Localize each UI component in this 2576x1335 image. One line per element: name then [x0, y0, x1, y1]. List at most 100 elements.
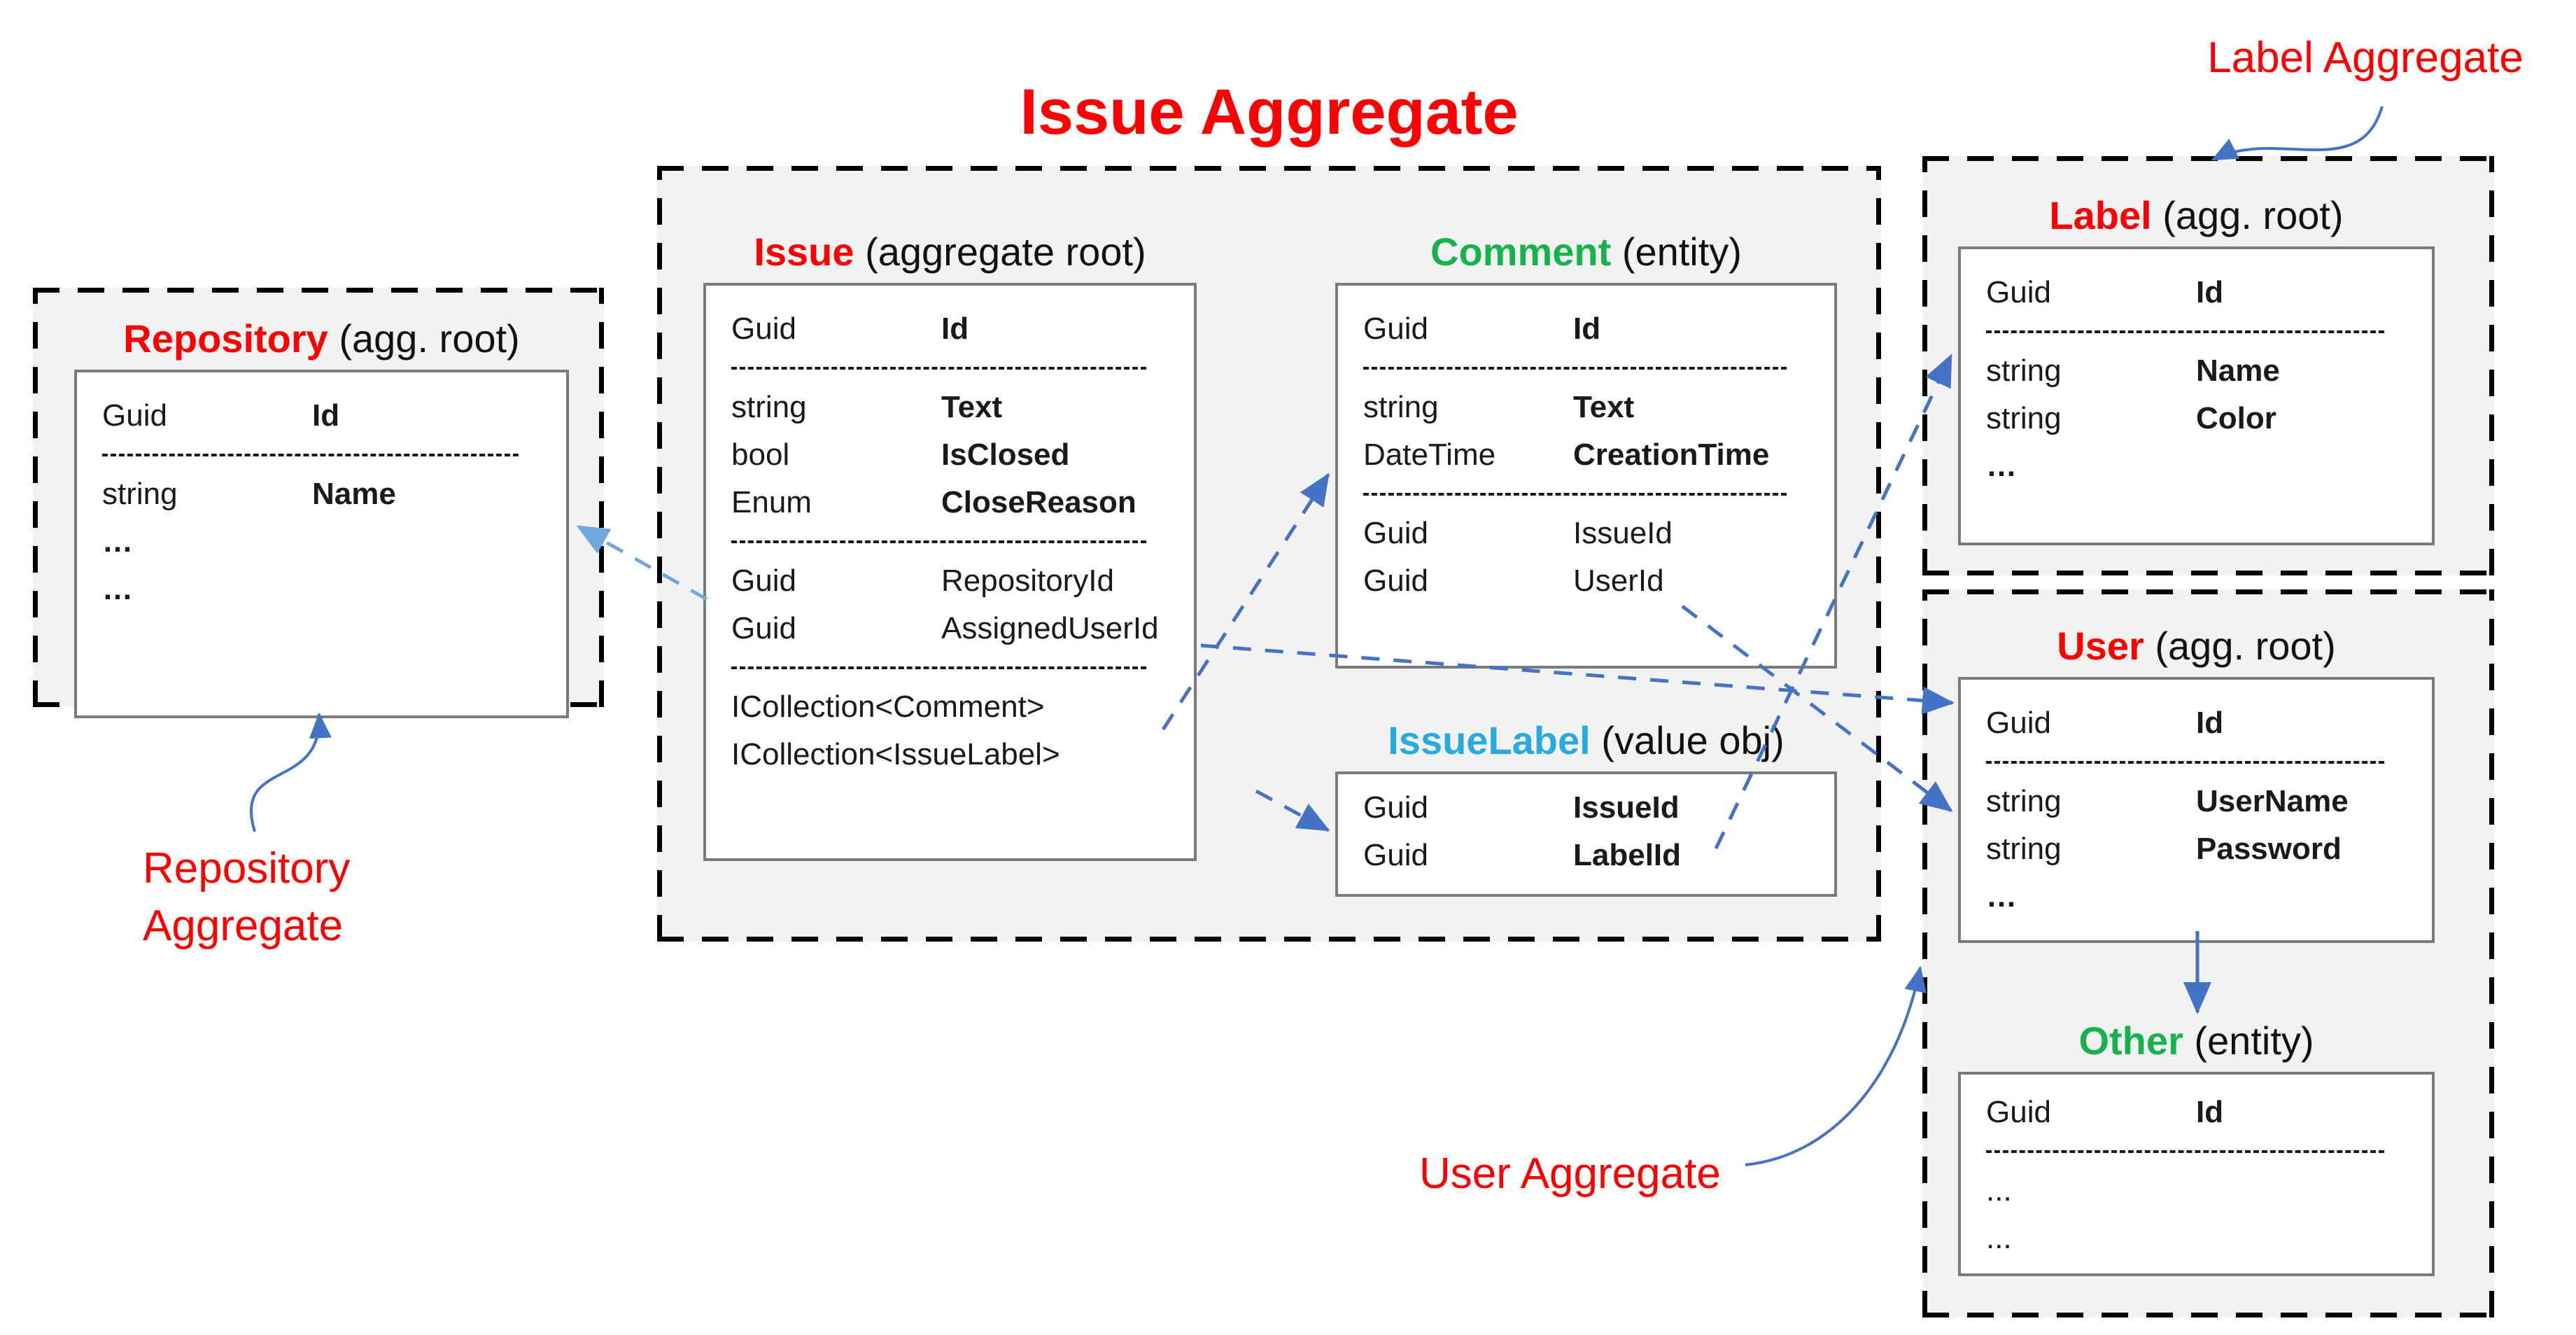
field-name: Id — [312, 398, 340, 433]
repository-annotation-line1: Repository — [143, 844, 351, 893]
field-name: Id — [2196, 275, 2224, 309]
field-separator — [731, 666, 1146, 669]
field-name: AssignedUserId — [941, 611, 1159, 645]
field-name: UserName — [2196, 784, 2349, 818]
diagram-title: Issue Aggregate — [1020, 76, 1519, 148]
user-entity-kind: (agg. root) — [2155, 624, 2336, 668]
field-row: Guid Id — [1986, 1089, 2421, 1136]
field-name: IssueId — [1573, 516, 1673, 550]
field-type: string — [731, 390, 807, 424]
field-row: … — [1986, 442, 2421, 490]
field-separator — [1986, 330, 2384, 333]
field-separator — [731, 540, 1146, 543]
field-separator — [102, 454, 519, 456]
field-row: Guid Id — [1986, 699, 2421, 747]
pointer-label-aggregate — [2211, 106, 2384, 161]
field-row: string Text — [1363, 384, 1823, 431]
field-row: Guid IssueId — [1363, 510, 1823, 557]
field-type: Guid — [1363, 564, 1428, 598]
field-name: LabelId — [1573, 838, 1682, 872]
repository-annotation-line2: Aggregate — [143, 902, 344, 950]
ellipsis-row: … — [102, 572, 133, 606]
label-card-title: Label (agg. root) — [1958, 185, 2435, 246]
repository-aggregate-annotation: Repository Aggregate — [143, 840, 350, 955]
pointer-user-aggregate — [1745, 965, 1927, 1166]
comment-entity-kind: (entity) — [1621, 230, 1742, 274]
field-name: IssueId — [1573, 790, 1680, 825]
label-aggregate-annotation: Label Aggregate — [2207, 34, 2524, 82]
issue-entity-kind: (aggregate root) — [865, 230, 1146, 274]
field-row: Guid Id — [731, 305, 1183, 353]
label-entity-name: Label — [2049, 193, 2152, 237]
field-type: Guid — [731, 312, 796, 346]
field-name: Id — [2196, 706, 2224, 740]
field-type: Guid — [1363, 790, 1428, 825]
issuelabel-entity-kind: (value obj) — [1601, 718, 1785, 762]
field-name: Color — [2196, 401, 2276, 435]
ellipsis-row: … — [102, 524, 133, 559]
field-row: ... — [1986, 1167, 2421, 1215]
field-row: Guid AssignedUserId — [731, 605, 1183, 652]
field-type: bool — [731, 438, 790, 472]
field-separator — [1986, 761, 2384, 764]
field-type: Guid — [731, 564, 796, 598]
field-type: string — [1363, 390, 1439, 424]
ellipsis-row: … — [1986, 449, 2017, 483]
field-separator — [1986, 1150, 2384, 1153]
issuelabel-entity-name: IssueLabel — [1388, 718, 1591, 762]
ellipsis-row: ... — [1986, 1173, 2012, 1208]
other-entity-name: Other — [2078, 1019, 2183, 1063]
field-name: Id — [2196, 1095, 2224, 1129]
user-entity-name: User — [2057, 624, 2144, 668]
collection-field: ICollection<Comment> — [731, 690, 1045, 724]
field-row: Guid IssueId — [1363, 784, 1823, 832]
user-card-title: User (agg. root) — [1958, 615, 2435, 677]
field-row: … — [1986, 873, 2421, 921]
field-type: Guid — [1986, 706, 2051, 740]
issuelabel-card-title: IssueLabel (value obj) — [1335, 710, 1837, 771]
issue-entity-name: Issue — [754, 230, 854, 274]
field-row: ... — [1986, 1215, 2421, 1262]
field-row: ICollection<Comment> — [731, 683, 1183, 731]
repository-entity-name: Repository — [123, 316, 328, 361]
field-name: Name — [312, 477, 396, 511]
field-row: … — [102, 566, 555, 613]
field-row: … — [102, 518, 555, 566]
field-type: Guid — [1986, 1095, 2051, 1129]
field-name: Name — [2196, 354, 2280, 388]
field-name: RepositoryId — [941, 564, 1115, 598]
comment-card-title: Comment (entity) — [1335, 221, 1837, 283]
ellipsis-row: … — [1986, 879, 2017, 914]
field-name: Text — [1573, 390, 1635, 424]
field-row: ICollection<IssueLabel> — [731, 731, 1183, 778]
field-name: UserId — [1573, 564, 1664, 598]
field-type: Guid — [731, 611, 796, 645]
repository-entity-kind: (agg. root) — [339, 316, 520, 361]
field-separator — [731, 367, 1146, 370]
field-type: Guid — [1363, 516, 1428, 550]
other-field-box: Guid Id ... ... — [1958, 1072, 2435, 1276]
field-name: Id — [941, 312, 969, 346]
field-type: Guid — [1363, 312, 1428, 346]
field-name: Password — [2196, 832, 2342, 866]
field-separator — [1363, 493, 1787, 496]
